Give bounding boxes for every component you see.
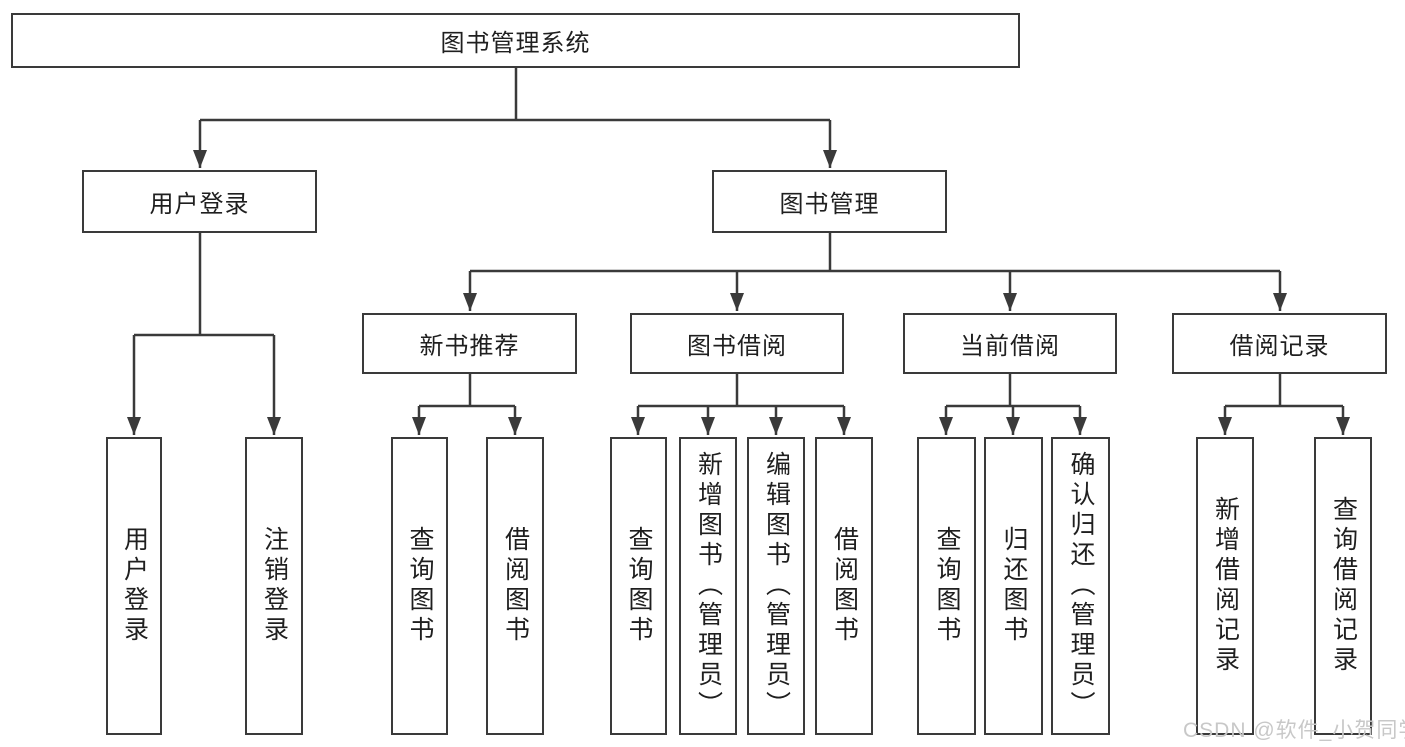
node-label: 图书借阅 — [687, 333, 787, 360]
leaf-label: 确认归还（管理员） — [1067, 451, 1095, 721]
leaf-borrow-books-recommend: 借阅图书 — [486, 437, 544, 735]
node-current-borrowing: 当前借阅 — [903, 313, 1117, 374]
node-label: 图书管理 — [779, 191, 880, 218]
leaf-query-books-current: 查询图书 — [917, 437, 976, 735]
node-label: 用户登录 — [149, 191, 250, 218]
leaf-return-books: 归还图书 — [984, 437, 1043, 735]
leaf-label: 归还图书 — [1000, 526, 1028, 646]
leaf-add-books-admin: 新增图书（管理员） — [679, 437, 737, 735]
leaf-label: 借阅图书 — [830, 526, 859, 646]
leaf-label: 查询借阅记录 — [1329, 496, 1358, 676]
leaf-label: 新增图书（管理员） — [694, 451, 723, 721]
leaf-edit-books-admin: 编辑图书（管理员） — [747, 437, 805, 735]
leaf-query-borrow-record: 查询借阅记录 — [1314, 437, 1372, 735]
leaf-query-books-recommend: 查询图书 — [391, 437, 448, 735]
node-root-label: 图书管理系统 — [440, 30, 591, 57]
leaf-borrow-books: 借阅图书 — [815, 437, 873, 735]
node-root-system: 图书管理系统 — [11, 13, 1020, 68]
leaf-label: 查询图书 — [933, 526, 961, 646]
leaf-confirm-return-admin: 确认归还（管理员） — [1051, 437, 1110, 735]
node-borrow-records: 借阅记录 — [1172, 313, 1387, 374]
leaf-user-login: 用户登录 — [106, 437, 162, 735]
node-new-book-recommend: 新书推荐 — [362, 313, 577, 374]
csdn-watermark: CSDN @软件_小贺同学 — [1183, 719, 1405, 742]
node-book-management-module: 图书管理 — [712, 170, 947, 233]
leaf-label: 新增借阅记录 — [1211, 496, 1240, 676]
node-user-login-module: 用户登录 — [82, 170, 317, 233]
leaf-label: 查询图书 — [406, 526, 434, 646]
node-label: 借阅记录 — [1229, 333, 1330, 360]
node-label: 新书推荐 — [419, 333, 520, 360]
node-label: 当前借阅 — [960, 333, 1060, 360]
leaf-label: 编辑图书（管理员） — [762, 451, 791, 721]
leaf-logout: 注销登录 — [245, 437, 303, 735]
leaf-query-books-borrow: 查询图书 — [610, 437, 667, 735]
node-book-borrowing: 图书借阅 — [630, 313, 844, 374]
leaf-label: 查询图书 — [625, 526, 653, 646]
leaf-label: 用户登录 — [120, 526, 149, 646]
leaf-add-borrow-record: 新增借阅记录 — [1196, 437, 1254, 735]
leaf-label: 注销登录 — [260, 526, 289, 646]
leaf-label: 借阅图书 — [501, 526, 530, 646]
